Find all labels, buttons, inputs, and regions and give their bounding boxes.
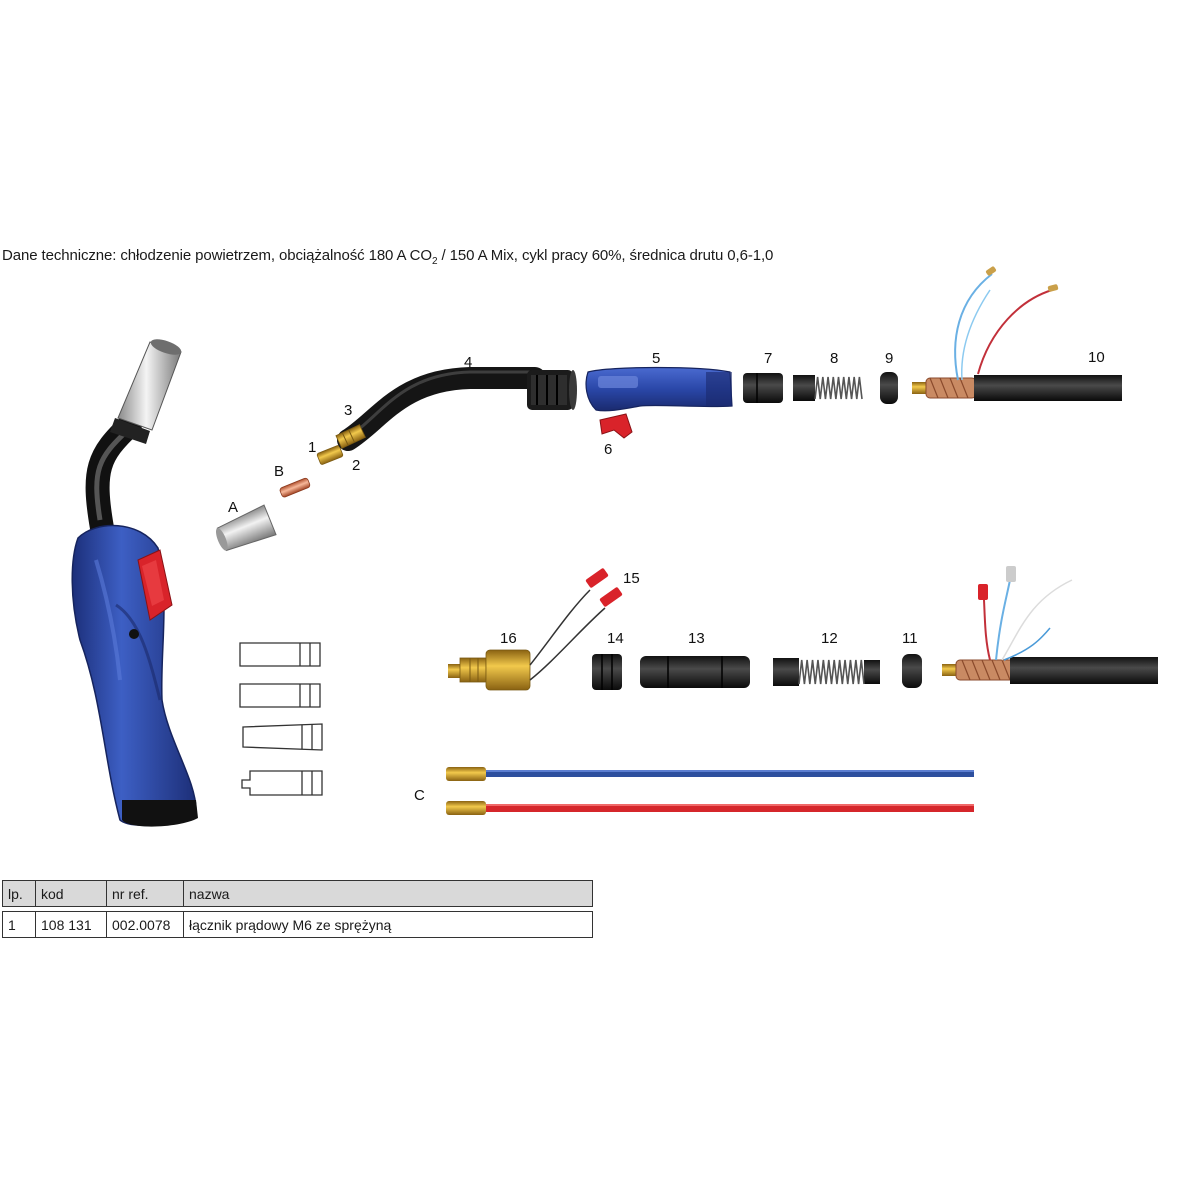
tech-text-after: / 150 A Mix, cykl pracy 60%, średnica dr… (437, 247, 774, 264)
part-11-ring (902, 654, 922, 688)
table-row: 1 108 131 002.0078 łącznik prądowy M6 ze… (2, 911, 593, 938)
nozzle-variant-3 (242, 723, 323, 751)
header-nr-ref: nr ref. (106, 880, 184, 907)
part-8-spring (793, 375, 863, 401)
label-9: 9 (885, 350, 893, 367)
header-nazwa: nazwa (183, 880, 593, 907)
part-9-ring (880, 372, 898, 404)
cell-lp: 1 (2, 911, 36, 938)
label-12: 12 (821, 630, 838, 647)
label-A: A (228, 499, 238, 516)
label-2: 2 (352, 457, 360, 474)
nozzle-variants (239, 642, 323, 796)
label-11: 11 (902, 630, 918, 647)
label-8: 8 (830, 350, 838, 367)
part-10-cable (912, 266, 1122, 401)
label-B: B (274, 463, 284, 480)
part-A-nozzle (215, 504, 277, 552)
part-6-trigger (599, 413, 633, 439)
nozzle-variant-4 (241, 770, 323, 796)
label-C: C (414, 787, 425, 804)
label-1: 1 (308, 439, 316, 456)
parts-table: lp. kod nr ref. nazwa 1 108 131 002.0078… (2, 880, 593, 938)
assembled-torch (71, 339, 198, 827)
part-13-housing (640, 656, 750, 688)
part-B-contact-tip (279, 477, 311, 498)
cell-nazwa: łącznik prądowy M6 ze sprężyną (183, 911, 593, 938)
part-4-swan-neck (337, 367, 577, 451)
nozzle-variant-2 (239, 683, 321, 708)
part-16-connector (448, 649, 531, 691)
label-15: 15 (623, 570, 640, 587)
part-7-sleeve (743, 373, 783, 403)
part-3-brass-thread (335, 424, 366, 449)
label-6: 6 (604, 441, 612, 458)
label-14: 14 (607, 630, 624, 647)
part-15-wires (529, 568, 623, 681)
header-lp: lp. (2, 880, 36, 907)
label-7: 7 (764, 350, 772, 367)
label-10: 10 (1088, 349, 1105, 366)
label-16: 16 (500, 630, 517, 647)
label-5: 5 (652, 350, 660, 367)
tech-subscript: 2 (432, 256, 438, 267)
label-13: 13 (688, 630, 705, 647)
tech-text-before: Dane techniczne: chłodzenie powietrzem, … (2, 247, 432, 264)
part-12-spring (773, 658, 880, 686)
table-header-row: lp. kod nr ref. nazwa (2, 880, 593, 907)
cell-nr-ref: 002.0078 (106, 911, 184, 938)
part-1-tip-adapter (316, 445, 344, 465)
cell-kod: 108 131 (35, 911, 107, 938)
nozzle-variant-1 (239, 642, 321, 667)
technical-data: Dane techniczne: chłodzenie powietrzem, … (2, 247, 773, 267)
label-4: 4 (464, 354, 472, 371)
cable-second (942, 566, 1158, 684)
part-5-handle (585, 366, 733, 412)
header-kod: kod (35, 880, 107, 907)
part-14-nut (592, 654, 622, 690)
label-3: 3 (344, 402, 352, 419)
part-C-liners (446, 767, 974, 815)
